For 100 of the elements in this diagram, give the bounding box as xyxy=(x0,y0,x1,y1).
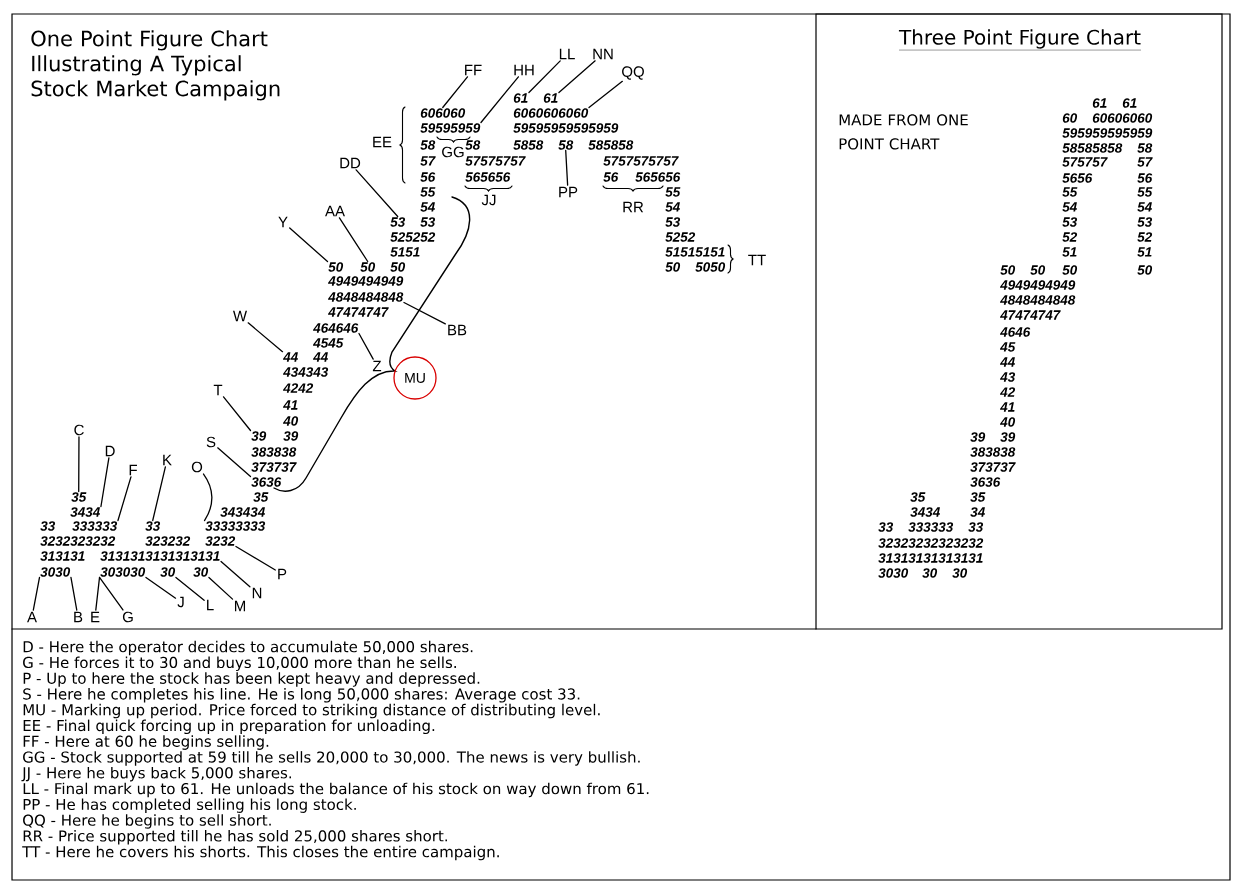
leader-line xyxy=(565,149,569,186)
key-note: MU - Marking up period. Price forced to striking distance of distributing level. xyxy=(23,703,600,719)
leader-line xyxy=(220,560,251,588)
price-figure: 30 xyxy=(922,568,938,578)
price-figure: 45 xyxy=(1000,342,1016,352)
callout-letter: Z xyxy=(372,360,382,372)
price-figure: 5151 xyxy=(390,247,420,257)
callout-letter: W xyxy=(233,310,248,322)
circled-label: MU xyxy=(393,356,437,400)
price-figure: 60606060 xyxy=(1092,113,1153,123)
callout-letter: FF xyxy=(465,64,482,76)
price-figure: 3232 xyxy=(205,536,236,546)
price-figure: 43 xyxy=(1000,372,1016,382)
key-note: D - Here the operator decides to accumulate 50,000 shares. xyxy=(23,640,473,656)
key-note: PP - He has completed selling his long stock. xyxy=(23,798,356,813)
price-figure: 4949494949 xyxy=(328,276,404,286)
price-figure: 6060606060 xyxy=(513,108,589,118)
leader-line xyxy=(480,76,520,124)
price-figure: 53 xyxy=(1137,217,1153,227)
price-figure: 30 xyxy=(952,568,968,578)
price-figure: 5858 xyxy=(513,140,544,150)
price-figure: 3434 xyxy=(70,507,100,517)
price-figure: 3232323232 xyxy=(40,536,116,546)
callout-letter: LL xyxy=(559,48,575,60)
key-note: EE - Final quick forcing up in preparation for unloading. xyxy=(23,719,435,735)
price-figure: 565656 xyxy=(635,172,681,182)
leader-line xyxy=(558,60,596,94)
price-figure: 44 xyxy=(283,352,298,362)
leader-line xyxy=(222,396,252,432)
leader-line xyxy=(98,576,124,611)
key-note: QQ - Here he begins to sell short. xyxy=(23,814,271,829)
key-note: FF - Here at 60 he begins selling. xyxy=(23,735,269,750)
leader-line xyxy=(95,576,101,611)
price-figure: 61 xyxy=(513,93,528,103)
key-note: RR - Price supported till he has sold 25,000 shares short. xyxy=(23,830,447,845)
price-figure: 383838 xyxy=(251,447,297,457)
price-figure: 50 xyxy=(1000,265,1016,275)
price-figure: 50 xyxy=(360,262,376,272)
callout-letter: S xyxy=(206,436,216,448)
price-figure: 3636 xyxy=(970,477,1001,487)
key-note: JJ - Here he buys back 5,000 shares. xyxy=(21,766,291,782)
price-figure: 323232 xyxy=(145,536,191,546)
price-figure: 39 xyxy=(970,432,986,442)
price-figure: 53 xyxy=(1062,217,1078,227)
price-figure: 50 xyxy=(1062,265,1078,275)
price-figure: 383838 xyxy=(970,447,1016,457)
price-figure: 35 xyxy=(71,492,87,502)
leader-line xyxy=(152,466,167,522)
price-figure: 58 xyxy=(1137,143,1153,153)
price-figure: 50 xyxy=(390,262,406,272)
price-figure: 56 xyxy=(1137,173,1153,183)
leader-line xyxy=(358,332,374,360)
price-figure: 53 xyxy=(665,217,681,227)
price-figure: 55 xyxy=(1062,187,1078,197)
price-figure: 333333 xyxy=(908,522,954,532)
leader-line xyxy=(403,301,446,325)
callout-letter: BB xyxy=(448,324,467,336)
bracket-label: TT xyxy=(748,254,766,266)
callout-letter: C xyxy=(74,424,84,436)
leader-line xyxy=(117,476,132,522)
callout-letter: O xyxy=(191,461,203,473)
callout-letter: NN xyxy=(593,48,613,60)
leader-line xyxy=(528,60,561,94)
price-figure: 33 xyxy=(145,521,161,531)
bracket-label: RR xyxy=(623,201,644,213)
price-figure: 47474747 xyxy=(328,307,389,317)
price-figure: 57575757 xyxy=(465,156,526,166)
bracket-label: GG xyxy=(442,146,464,158)
price-figure: 3030 xyxy=(878,568,909,578)
price-figure: 51515151 xyxy=(665,247,725,257)
price-figure: 303030 xyxy=(100,567,146,577)
price-figure: 52 xyxy=(1137,232,1153,242)
leader-line xyxy=(217,447,252,478)
price-figure: 4848484848 xyxy=(328,292,404,302)
price-figure: 50 xyxy=(665,262,681,272)
bracket-label: EE xyxy=(373,136,392,148)
callout-letter: B xyxy=(74,611,83,623)
leader-line xyxy=(442,76,469,109)
price-figure: 4242 xyxy=(283,383,314,393)
callout-letter: J xyxy=(177,596,184,608)
price-figure: 55 xyxy=(665,187,681,197)
leader-line xyxy=(247,322,284,353)
price-figure: 35 xyxy=(970,492,986,502)
price-figure: 5252 xyxy=(665,232,696,242)
price-figure: 55 xyxy=(1137,187,1153,197)
bracket-label: JJ xyxy=(481,194,496,206)
leader-line xyxy=(145,576,177,599)
price-figure: 44 xyxy=(313,352,328,362)
price-figure: 53 xyxy=(390,217,406,227)
price-figure: 3434 xyxy=(910,507,940,517)
price-figure: 5050 xyxy=(695,262,726,272)
price-figure: 54 xyxy=(665,202,680,212)
price-figure: 373737 xyxy=(970,462,1016,472)
key-note: GG - Stock supported at 59 till he sells 20,000 to 30,000. The news is very bullish. xyxy=(23,751,640,766)
price-figure: 33 xyxy=(878,522,894,532)
callout-letter: T xyxy=(213,384,223,396)
price-figure: 53 xyxy=(420,217,436,227)
leader-line xyxy=(175,576,205,601)
price-figure: 35 xyxy=(253,492,269,502)
callout-letter: D xyxy=(105,445,115,457)
